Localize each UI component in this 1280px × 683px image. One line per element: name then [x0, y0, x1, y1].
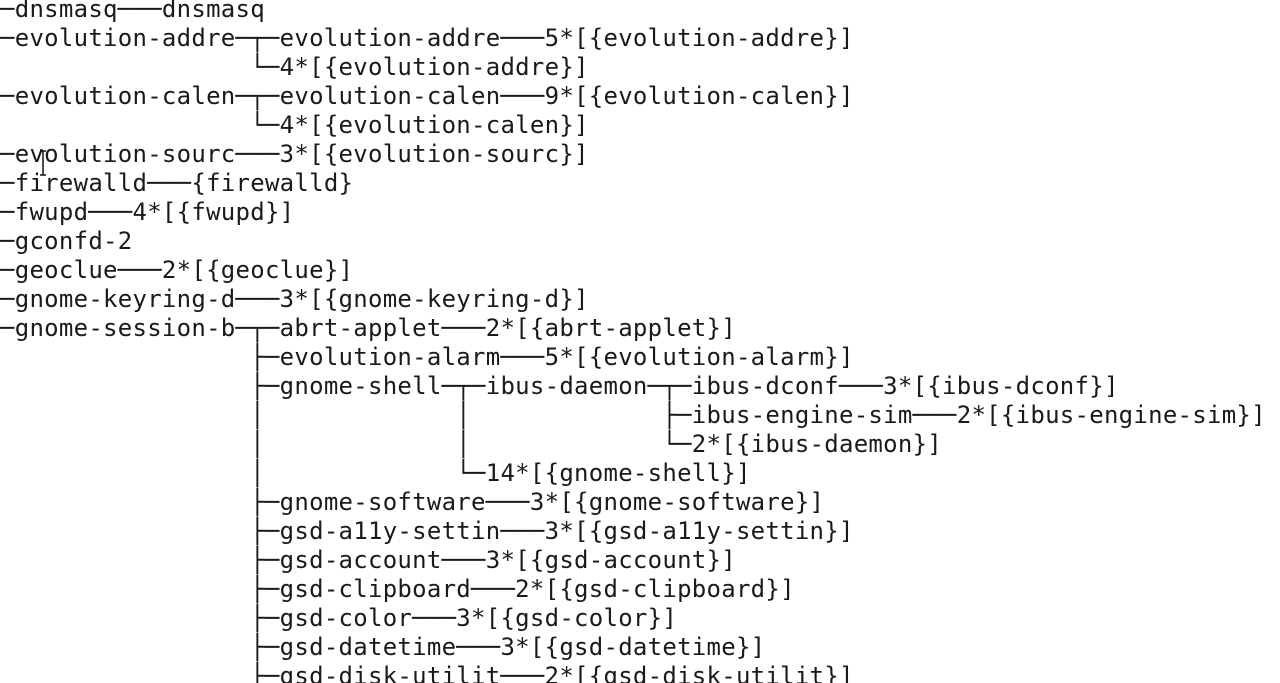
- tree-line: │ │ └─2*[{ibus-daemon}]: [0, 430, 943, 458]
- tree-line: ─geoclue───2*[{geoclue}]: [0, 256, 354, 284]
- tree-line: │ │ ├─ibus-engine-sim───2*[{ibus-engine-…: [0, 401, 1266, 429]
- tree-line: ─gnome-keyring-d───3*[{gnome-keyring-d}]: [0, 285, 589, 313]
- tree-line: ├─gsd-disk-utilit───2*[{gsd-disk-utilit}…: [0, 662, 854, 683]
- tree-line: ─fwupd───4*[{fwupd}]: [0, 198, 295, 226]
- tree-line: ├─gsd-datetime───3*[{gsd-datetime}]: [0, 633, 766, 661]
- tree-line: ├─gsd-clipboard───2*[{gsd-clipboard}]: [0, 575, 795, 603]
- tree-line: ├─gnome-shell─┬─ibus-daemon─┬─ibus-dconf…: [0, 372, 1119, 400]
- tree-line: ─evolution-sourc───3*[{evolution-sourc}]: [0, 140, 589, 168]
- tree-line: ├─evolution-alarm───5*[{evolution-alarm}…: [0, 343, 854, 371]
- tree-line: └─4*[{evolution-addre}]: [0, 53, 589, 81]
- tree-line: ─evolution-calen─┬─evolution-calen───9*[…: [0, 82, 854, 110]
- tree-line: ├─gnome-software───3*[{gnome-software}]: [0, 488, 825, 516]
- tree-line: ├─gsd-color───3*[{gsd-color}]: [0, 604, 678, 632]
- tree-line: ├─gsd-a11y-settin───3*[{gsd-a11y-settin}…: [0, 517, 854, 545]
- text-ibeam-icon: [40, 150, 46, 176]
- tree-line: ─gconfd-2: [0, 227, 133, 255]
- tree-line: ─dnsmasq───dnsmasq: [0, 0, 265, 23]
- tree-line: ├─gsd-account───3*[{gsd-account}]: [0, 546, 736, 574]
- tree-line: └─4*[{evolution-calen}]: [0, 111, 589, 139]
- tree-line: ─evolution-addre─┬─evolution-addre───5*[…: [0, 24, 854, 52]
- tree-line: ─firewalld───{firewalld}: [0, 169, 354, 197]
- tree-line: ─gnome-session-b─┬─abrt-applet───2*[{abr…: [0, 314, 736, 342]
- tree-line: │ └─14*[{gnome-shell}]: [0, 459, 751, 487]
